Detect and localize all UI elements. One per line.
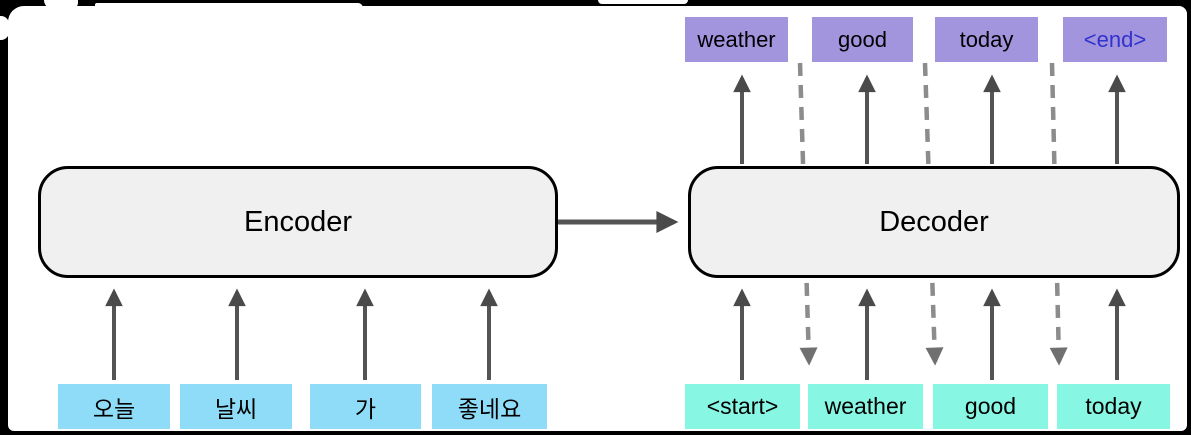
decoder-output-token-end: <end> (1063, 17, 1167, 62)
frame-nick (95, 3, 363, 11)
frame-nick (598, 0, 688, 4)
frame-nick (0, 16, 9, 40)
encoder-input-token: 가 (310, 384, 421, 429)
encoder-input-token: 날씨 (180, 384, 292, 429)
feedback-dashed-arrow (922, 62, 944, 366)
decoder-block: Decoder (688, 166, 1180, 278)
decoder-input-token: good (933, 384, 1048, 429)
feedback-dashed-arrow (1049, 62, 1068, 366)
encoder-input-token: 오늘 (58, 384, 170, 429)
decoder-input-token: today (1057, 384, 1170, 429)
decoder-input-token: <start> (685, 384, 800, 429)
feedback-dashed-arrow (797, 62, 818, 366)
decoder-output-token: today (935, 17, 1038, 62)
encoder-block: Encoder (38, 166, 558, 278)
decoder-output-token: good (812, 17, 913, 62)
encoder-input-token: 좋네요 (432, 384, 547, 429)
decoder-output-token: weather (685, 17, 788, 62)
decoder-input-token: weather (808, 384, 923, 429)
frame-nick (44, 0, 78, 9)
